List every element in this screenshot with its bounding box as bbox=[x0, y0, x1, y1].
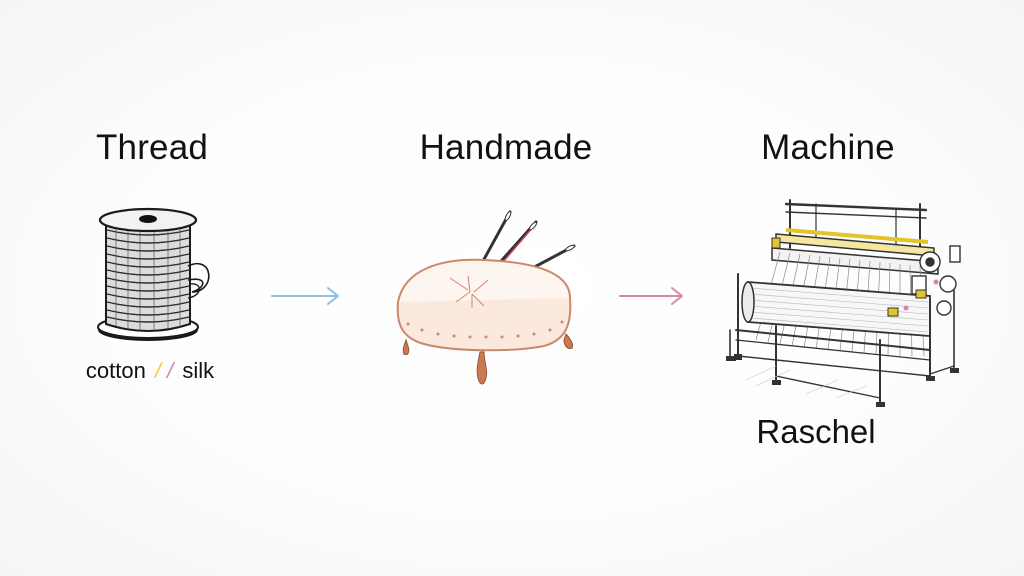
materials-caption: cotton // silk bbox=[86, 357, 214, 385]
knitting-machine-icon bbox=[726, 199, 961, 407]
step-title-machine: Machine bbox=[761, 128, 895, 167]
pincushion-needles-icon bbox=[396, 210, 576, 385]
step-title-thread: Thread bbox=[95, 128, 209, 167]
machine-type-label: Raschel bbox=[756, 413, 876, 450]
thread-spool-icon bbox=[97, 207, 210, 341]
arrow-right-icon bbox=[271, 287, 339, 305]
separator-slash: / bbox=[154, 358, 162, 383]
step-title-handmade: Handmade bbox=[419, 128, 593, 167]
arrow-right-icon bbox=[619, 287, 683, 305]
material-cotton: cotton bbox=[85, 358, 146, 383]
material-silk: silk bbox=[182, 358, 215, 383]
separator-slash: / bbox=[167, 358, 174, 383]
